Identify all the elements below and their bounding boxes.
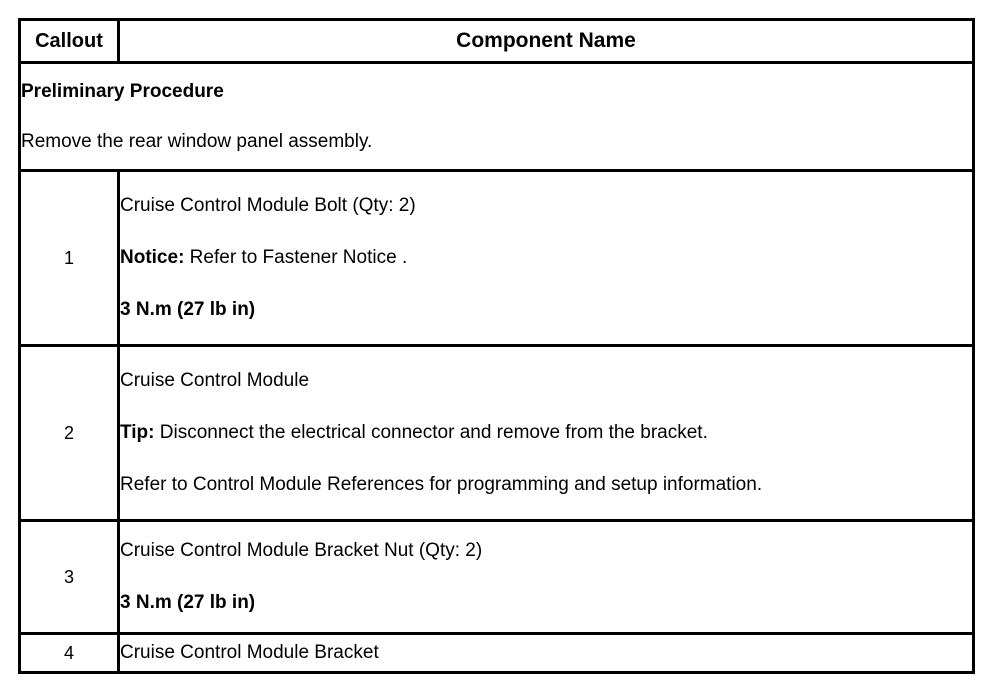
component-tip-line: Tip: Disconnect the electrical connector…: [120, 420, 972, 446]
torque-spec: 3 N.m (27 lb in): [120, 299, 256, 320]
component-line-text: Cruise Control Module Bracket: [120, 642, 379, 663]
table-row: 1 Cruise Control Module Bolt (Qty: 2) No…: [18, 169, 975, 347]
preliminary-procedure-title: Preliminary Procedure: [21, 80, 224, 102]
component-name-cell-4: Cruise Control Module Bracket: [117, 632, 975, 674]
line-spacer: [120, 271, 972, 297]
torque-spec: 3 N.m (27 lb in): [120, 592, 256, 613]
preliminary-procedure-text: Remove the rear window panel assembly.: [21, 130, 373, 152]
component-line: Cruise Control Module Bracket Nut (Qty: …: [120, 538, 972, 564]
component-notice-line: Notice: Refer to Fastener Notice .: [120, 245, 972, 271]
preliminary-spacer: [21, 111, 972, 129]
preliminary-procedure-cell: Preliminary Procedure Remove the rear wi…: [18, 61, 975, 172]
component-line: Cruise Control Module Bracket: [120, 640, 972, 666]
line-spacer: [120, 219, 972, 245]
tip-label: Tip:: [120, 422, 155, 443]
notice-text: Refer to Fastener Notice .: [184, 247, 408, 268]
callout-number-2: 2: [18, 344, 120, 522]
header-cell-callout: Callout: [18, 18, 120, 64]
callout-number-4: 4: [18, 632, 120, 674]
tip-text: Disconnect the electrical connector and …: [154, 422, 708, 443]
table-row: 3 Cruise Control Module Bracket Nut (Qty…: [18, 519, 975, 635]
component-line-text: Cruise Control Module Bolt (Qty: 2): [120, 195, 416, 216]
table-row: 2 Cruise Control Module Tip: Disconnect …: [18, 344, 975, 522]
notice-label: Notice:: [120, 247, 185, 268]
component-name-cell-1: Cruise Control Module Bolt (Qty: 2) Noti…: [117, 169, 975, 347]
table-header-row: Callout Component Name: [18, 18, 975, 64]
callout-number-1: 1: [18, 169, 120, 347]
component-line: Cruise Control Module Bolt (Qty: 2): [120, 193, 972, 219]
component-reference-line: Refer to Control Module References for p…: [120, 474, 763, 495]
component-name-cell-2: Cruise Control Module Tip: Disconnect th…: [117, 344, 975, 522]
line-spacer: [120, 394, 972, 420]
component-name-cell-3: Cruise Control Module Bracket Nut (Qty: …: [117, 519, 975, 635]
header-cell-component-name: Component Name: [117, 18, 975, 64]
line-spacer: [120, 564, 972, 590]
component-line-text: Cruise Control Module: [120, 370, 310, 391]
component-line: Cruise Control Module: [120, 368, 972, 394]
table-row: 4 Cruise Control Module Bracket: [18, 632, 975, 674]
line-spacer: [120, 446, 972, 472]
component-callout-table: Callout Component Name Preliminary Proce…: [18, 18, 975, 674]
callout-number-3: 3: [18, 519, 120, 635]
preliminary-procedure-row: Preliminary Procedure Remove the rear wi…: [18, 61, 975, 172]
component-line-text: Cruise Control Module Bracket Nut (Qty: …: [120, 540, 483, 561]
